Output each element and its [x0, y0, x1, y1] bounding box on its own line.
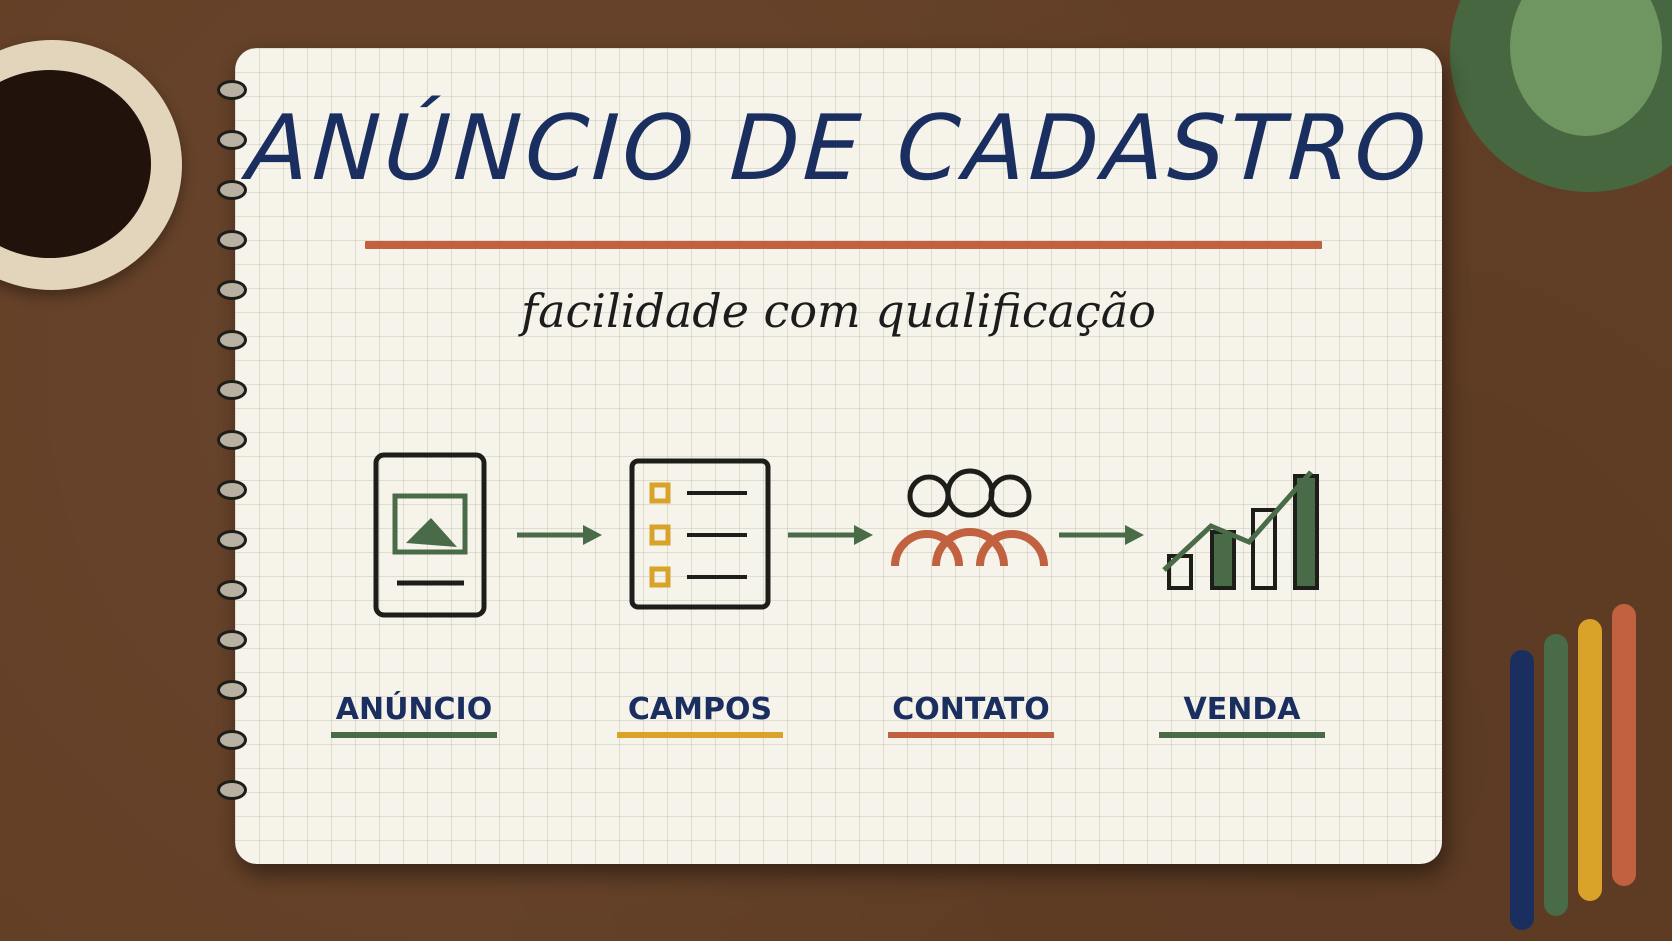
spiral-ring	[217, 180, 247, 200]
arrow-right-icon	[788, 525, 873, 545]
spiral-ring	[217, 730, 247, 750]
step-label-contato: CONTATO	[892, 692, 1050, 727]
step-label-venda: VENDA	[1183, 692, 1301, 727]
plant-leaf	[1510, 0, 1662, 136]
spiral-ring	[217, 680, 247, 700]
form-fields-icon	[629, 458, 771, 610]
pencil-navy-icon	[1510, 650, 1534, 930]
spiral-ring	[217, 230, 247, 250]
spiral-ring	[217, 780, 247, 800]
pencil-mustard-icon	[1578, 619, 1602, 901]
spiral-ring	[217, 130, 247, 150]
step-label-anuncio: ANÚNCIO	[335, 692, 493, 727]
pencil-green-icon	[1544, 634, 1568, 916]
title-divider	[365, 241, 1322, 249]
arrow-right-icon	[1059, 525, 1144, 545]
pencil-terracotta-icon	[1612, 604, 1636, 886]
spiral-ring	[217, 430, 247, 450]
step-underline-campos	[617, 732, 783, 738]
spiral-ring	[217, 380, 247, 400]
spiral-ring	[217, 80, 247, 100]
growth-chart-icon	[1162, 470, 1319, 590]
spiral-ring	[217, 280, 247, 300]
step-label-campos: CAMPOS	[627, 692, 773, 727]
spiral-ring	[217, 330, 247, 350]
spiral-ring	[217, 580, 247, 600]
notebook-page: ANÚNCIO DE CADASTRO facilidade com quali…	[235, 48, 1442, 864]
people-icon	[891, 468, 1048, 567]
spiral-ring	[217, 530, 247, 550]
step-underline-venda	[1159, 732, 1325, 738]
flow-diagram	[373, 452, 1319, 618]
spiral-ring	[217, 480, 247, 500]
step-underline-contato	[888, 732, 1054, 738]
arrow-right-icon	[517, 525, 602, 545]
step-underline-anuncio	[331, 732, 497, 738]
page-subtitle: facilidade com qualificação	[521, 284, 1156, 338]
spiral-ring	[217, 630, 247, 650]
ad-tablet-icon	[373, 452, 487, 618]
